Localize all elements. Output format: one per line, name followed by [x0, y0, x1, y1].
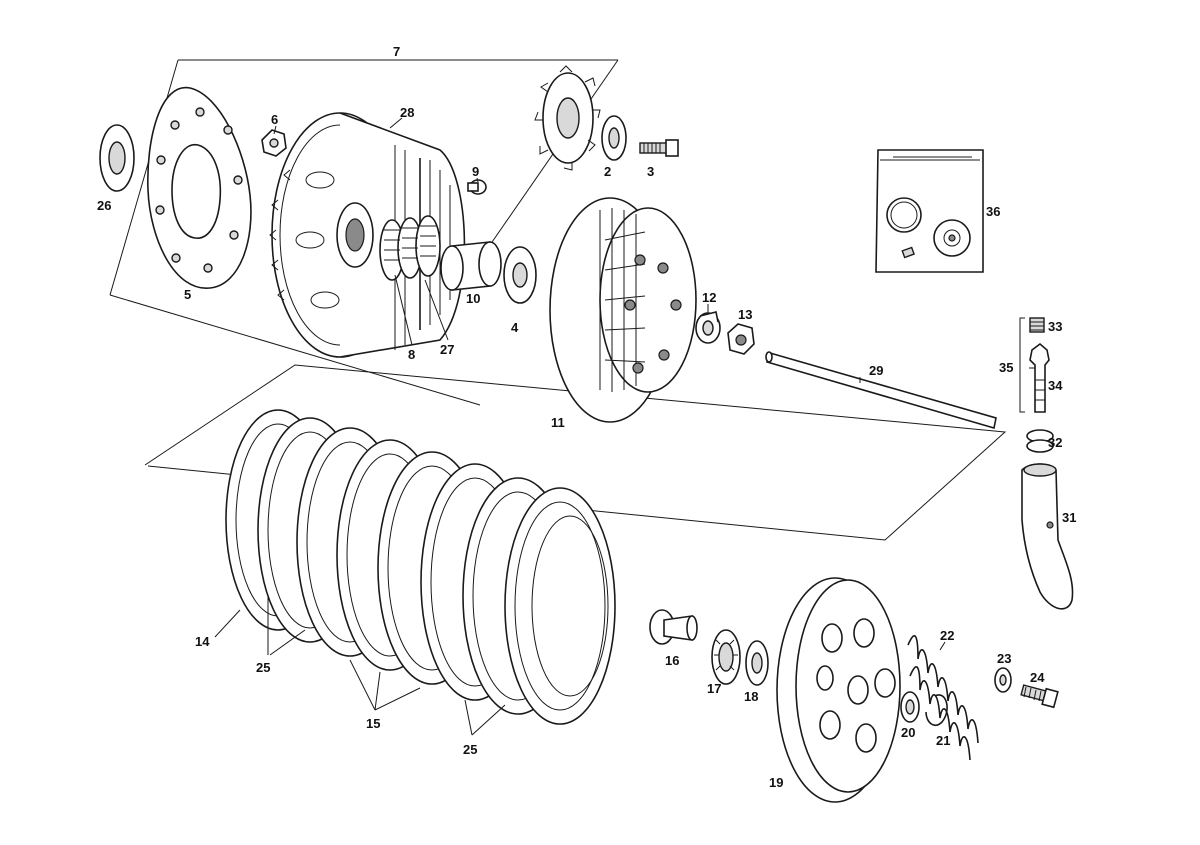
callout-34: 34 — [1048, 378, 1063, 393]
part-24-screw — [1020, 684, 1059, 709]
part-32-o-ring — [1026, 429, 1054, 453]
callout-25-right: 25 — [463, 742, 477, 757]
callout-14: 14 — [195, 634, 210, 649]
callout-labels: 7 6 28 9 2 3 26 5 10 4 8 27 12 13 11 29 … — [97, 44, 1076, 790]
callout-11: 11 — [551, 415, 565, 430]
part-23-washer — [994, 667, 1012, 693]
clutch-plate-stack — [225, 409, 616, 725]
callout-16: 16 — [665, 653, 679, 668]
callout-19: 19 — [769, 775, 783, 790]
callout-7: 7 — [393, 44, 400, 59]
part-11-clutch-hub — [549, 197, 697, 423]
part-31-slave-cylinder — [1021, 463, 1074, 610]
part-5-plate — [147, 86, 252, 289]
callout-26: 26 — [97, 198, 111, 213]
part-21-circlip — [925, 694, 948, 727]
part-26-washer — [99, 124, 135, 192]
part-36-seal-kit — [875, 149, 984, 273]
part-9-pin — [467, 179, 487, 195]
callout-36: 36 — [986, 204, 1000, 219]
part-3-screw — [639, 139, 679, 157]
part-18-washer — [745, 640, 769, 686]
plate-pack-outline — [144, 364, 1007, 541]
callout-29: 29 — [869, 363, 883, 378]
callout-23: 23 — [997, 651, 1011, 666]
part-29-push-rod — [765, 351, 997, 430]
leader-lines — [214, 117, 1035, 736]
callout-22: 22 — [940, 628, 954, 643]
part-28-clutch-housing — [269, 112, 466, 358]
callout-24: 24 — [1030, 670, 1045, 685]
callout-18: 18 — [744, 689, 758, 704]
callout-10: 10 — [466, 291, 480, 306]
callout-5: 5 — [184, 287, 191, 302]
callout-35: 35 — [999, 360, 1013, 375]
callout-6: 6 — [271, 112, 278, 127]
callout-21: 21 — [936, 733, 950, 748]
callout-12: 12 — [702, 290, 716, 305]
part-19-pressure-plate — [776, 577, 901, 803]
part-6-nut — [261, 129, 287, 157]
part-33-35-bleed-assembly — [1019, 317, 1050, 413]
part-8-27-bearings — [379, 215, 441, 281]
callout-9: 9 — [472, 164, 479, 179]
callout-27: 27 — [440, 342, 454, 357]
callout-4: 4 — [511, 320, 519, 335]
callout-32: 32 — [1048, 435, 1062, 450]
callout-33: 33 — [1048, 319, 1062, 334]
primary-gear — [534, 65, 601, 171]
part-20-washer — [900, 691, 920, 723]
part-2-washer — [601, 115, 627, 161]
part-4-washer — [503, 246, 537, 304]
part-22-springs — [907, 635, 979, 761]
part-13-nut — [727, 323, 755, 355]
callout-13: 13 — [738, 307, 752, 322]
callout-17: 17 — [707, 681, 721, 696]
callout-8: 8 — [408, 347, 415, 362]
callout-28: 28 — [400, 105, 414, 120]
callout-2: 2 — [604, 164, 611, 179]
part-17-thrust-bearing — [711, 629, 741, 685]
callout-31: 31 — [1062, 510, 1076, 525]
part-10-sleeve — [440, 241, 502, 291]
callout-3: 3 — [647, 164, 654, 179]
callout-15: 15 — [366, 716, 380, 731]
callout-20: 20 — [901, 725, 915, 740]
part-16-pressure-pin — [649, 609, 698, 645]
callout-25-left: 25 — [256, 660, 270, 675]
part-12-lock-washer — [695, 311, 721, 344]
